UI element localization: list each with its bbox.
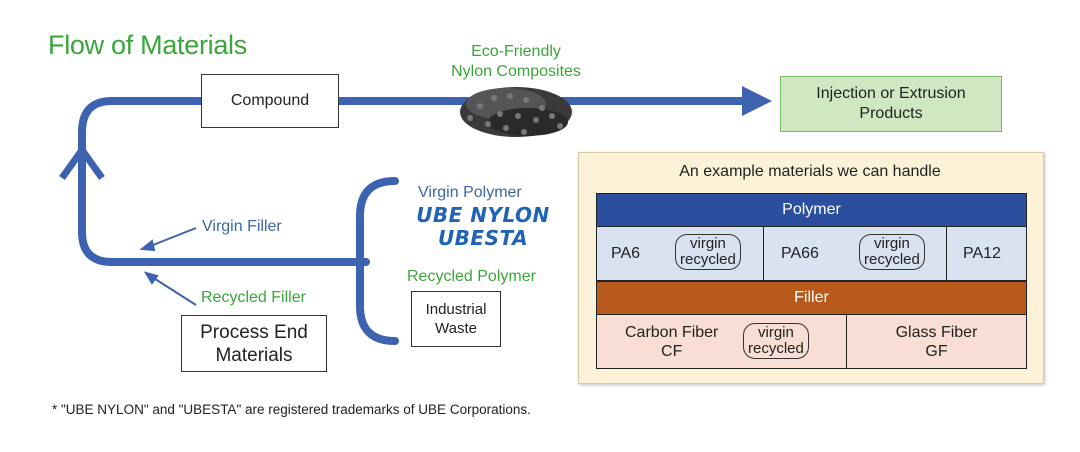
recycled-filler-pointer <box>151 276 197 306</box>
virgin-polymer-label: Virgin Polymer <box>418 184 522 201</box>
filler-header-label: Filler <box>794 289 829 306</box>
pa6-origin-recycled: recycled <box>680 251 736 268</box>
pa6-origin-virgin: virgin <box>690 235 726 252</box>
polymer-header-label: Polymer <box>782 201 841 218</box>
main-loop-line <box>78 97 746 266</box>
polymer-pa6: PA6 <box>611 244 641 262</box>
filler-carbon-fiber: Carbon Fiber CF <box>625 315 718 368</box>
pa6-origin-bracket: virgin recycled <box>675 234 741 270</box>
injection-line1: Injection or Extrusion <box>816 85 966 102</box>
polymer-header: Polymer <box>596 193 1027 227</box>
process-end-materials-box: Process End Materials <box>181 315 327 372</box>
trademark-footnote: * "UBE NYLON" and "UBESTA" are registere… <box>52 402 531 417</box>
eco-label: Eco-Friendly Nylon Composites <box>430 42 602 82</box>
panel-title: An example materials we can handle <box>679 163 941 180</box>
nylon-pellets-image <box>460 87 572 137</box>
arrow-head-up <box>59 143 105 181</box>
recycled-polymer-label: Recycled Polymer <box>407 268 536 285</box>
industrial-waste-line2: Waste <box>435 320 477 337</box>
brand-ube-nylon: UBE NYLON <box>416 203 550 227</box>
pa66-origin-bracket: virgin recycled <box>859 234 925 270</box>
virgin-filler-pointer <box>147 227 197 248</box>
process-end-line2: Materials <box>215 344 293 366</box>
injection-line2: Products <box>859 105 923 122</box>
recycled-filler-label: Recycled Filler <box>201 289 306 306</box>
process-end-line1: Process End <box>200 321 308 343</box>
compound-box: Compound <box>201 74 339 128</box>
carbon-fiber-abbr: CF <box>661 342 683 360</box>
pa66-origin-virgin: virgin <box>874 235 910 252</box>
polymer-row: PA6 virgin recycled PA66 virgin recycled… <box>596 226 1027 281</box>
filler-origin-recycled: recycled <box>748 340 804 357</box>
page-title: Flow of Materials <box>48 30 247 60</box>
eco-label-line2: Nylon Composites <box>451 63 581 80</box>
carbon-fiber-name: Carbon Fiber <box>625 323 719 341</box>
glass-fiber-abbr: GF <box>925 342 948 360</box>
compound-label: Compound <box>230 92 310 109</box>
filler-glass-fiber: Glass Fiber GF <box>847 315 1026 368</box>
filler-row: Carbon Fiber CF virgin recycled Glass Fi… <box>596 314 1027 369</box>
polymer-pa66: PA66 <box>781 244 819 262</box>
filler-origin-bracket: virgin recycled <box>743 323 809 359</box>
polymer-pa12: PA12 <box>963 244 1001 262</box>
injection-products-box: Injection or Extrusion Products <box>780 76 1002 132</box>
polymer-divider-1 <box>763 227 764 280</box>
eco-label-line1: Eco-Friendly <box>471 43 561 60</box>
brand-ubesta: UBESTA <box>437 226 529 250</box>
filler-origin-virgin: virgin <box>758 324 794 341</box>
brand-logo: UBE NYLON UBESTA <box>402 204 564 250</box>
industrial-waste-line1: Industrial <box>425 301 487 318</box>
filler-header: Filler <box>596 281 1027 315</box>
industrial-waste-box: Industrial Waste <box>411 291 501 347</box>
recycle-bracket-line <box>356 177 399 345</box>
polymer-divider-2 <box>946 227 947 280</box>
glass-fiber-name: Glass Fiber <box>895 323 978 341</box>
arrow-head-right <box>742 86 772 116</box>
filler-divider <box>846 315 847 368</box>
pa66-origin-recycled: recycled <box>864 251 920 268</box>
virgin-filler-label: Virgin Filler <box>202 218 282 235</box>
